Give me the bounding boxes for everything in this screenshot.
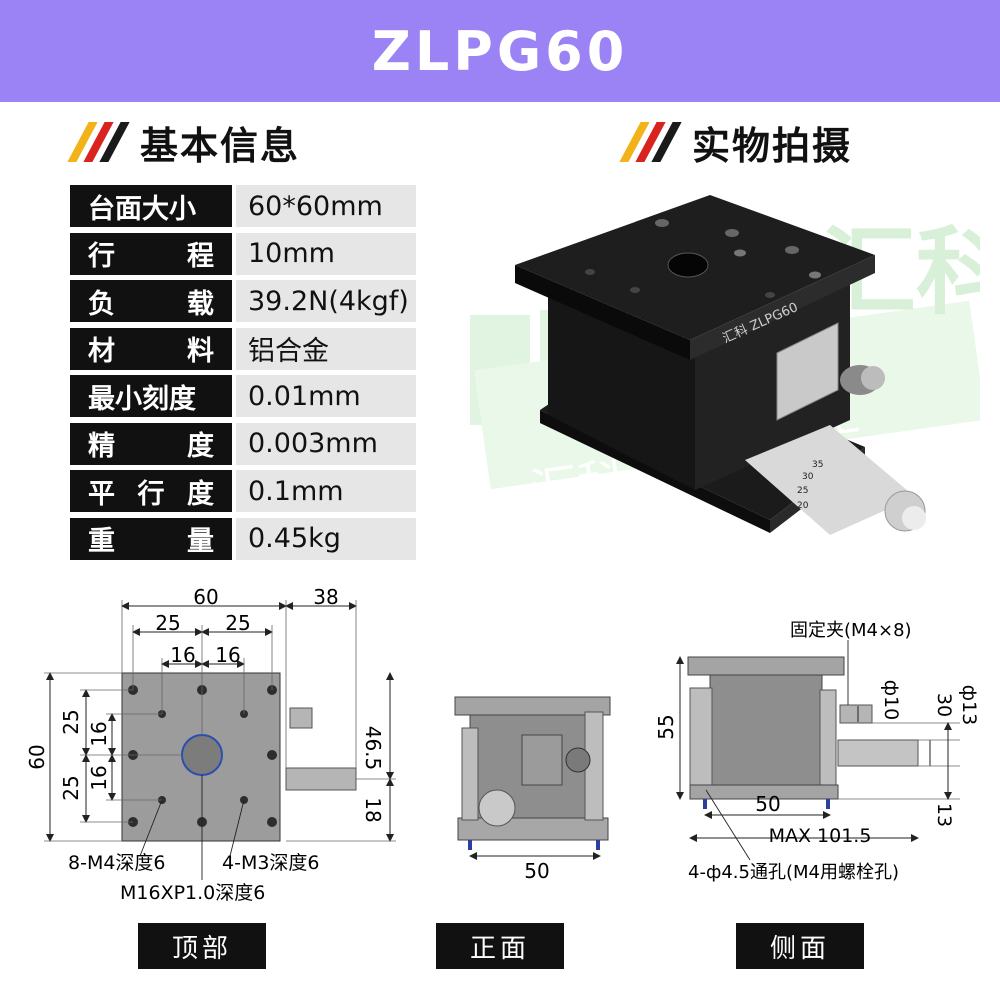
spec-label: 最小刻度 (70, 375, 232, 417)
note-clamp: 固定夹(M4×8) (790, 620, 912, 641)
dim-label: ф13 (958, 685, 980, 725)
header-banner: ZLPG60 (0, 0, 1000, 102)
dim-label: 50 (755, 792, 780, 816)
micrometer-tick: 20 (797, 501, 809, 511)
front-view-drawing: 50 (454, 696, 611, 883)
dim-label: 25 (225, 611, 250, 635)
spec-label: 行程 (70, 232, 232, 275)
dim-label: 25 (59, 709, 83, 734)
dim-label: 25 (155, 611, 180, 635)
note-m16-hole: M16XP1.0深度6 (120, 882, 265, 904)
section-title-basic-info: 基本信息 (140, 123, 301, 168)
stripe-decoration-icon (67, 122, 130, 162)
top-view-drawing: 60 38 25 25 16 16 60 25 16 16 25 46.5 18 (25, 585, 396, 904)
spec-label-char: 平 (88, 478, 115, 510)
spec-label-char: 行 (137, 478, 165, 510)
spec-label-char: 精 (88, 431, 115, 462)
spec-label: 重量 (70, 517, 232, 560)
spec-label-char: 材 (88, 336, 115, 367)
spec-value: 铝合金 (236, 327, 416, 370)
spec-label: 平行度 (70, 470, 232, 512)
spec-label-char: 重 (88, 526, 115, 557)
stripe-decoration-icon (619, 122, 682, 162)
dim-label: 50 (524, 859, 549, 883)
dim-label: 25 (59, 775, 83, 800)
dim-label: 13 (933, 803, 955, 827)
spec-label-char: 度 (187, 431, 214, 462)
spec-label: 精度 (70, 422, 232, 465)
spec-value: 10mm (236, 232, 416, 275)
spec-value: 0.45kg (236, 517, 416, 560)
dim-label: ф10 (880, 680, 902, 720)
spec-value: 0.003mm (236, 422, 416, 465)
dim-label: 38 (313, 585, 338, 609)
dim-label: 60 (25, 744, 49, 769)
note-m3-holes: 4-M3深度6 (222, 852, 320, 874)
dim-label: 18 (361, 797, 385, 822)
micrometer-scale: 35 30 25 20 (797, 460, 823, 511)
page-title: ZLPG60 (371, 19, 629, 83)
dim-label: 16 (215, 643, 240, 667)
technical-drawings: 60 38 25 25 16 16 60 25 16 16 25 46.5 18 (25, 585, 980, 904)
dim-label: 16 (170, 643, 195, 667)
spec-value: 0.1mm (236, 470, 416, 512)
side-view-drawing: 55 ф10 ф13 30 13 50 MAX 101.5 固定夹(M4×8) … (654, 620, 980, 883)
spec-label-char: 载 (187, 288, 214, 320)
section-basic-info: 基本信息 (67, 118, 300, 168)
micrometer-tick: 35 (812, 460, 823, 470)
spec-label: 负载 (70, 280, 232, 322)
dim-label: 55 (654, 714, 678, 739)
note-m4-holes: 8-M4深度6 (68, 852, 166, 874)
spec-label-char: 负 (88, 288, 115, 320)
micrometer-tick: 25 (797, 486, 808, 496)
spec-label-char: 程 (187, 241, 214, 272)
spec-row: 材料铝合金 (70, 327, 416, 370)
dim-label: 16 (87, 721, 111, 746)
spec-label: 材料 (70, 327, 232, 370)
dim-label: 16 (87, 765, 111, 790)
spec-value: 60*60mm (236, 185, 416, 227)
spec-label-char: 度 (187, 478, 214, 510)
spec-value: 0.01mm (236, 375, 416, 417)
label-front-view: 正面 (436, 923, 564, 969)
dim-label: 46.5 (361, 726, 385, 771)
label-side-view: 侧面 (736, 923, 864, 969)
micrometer-tick: 30 (802, 472, 814, 482)
product-photo: 汇科 汇科官方旗舰店 汇科 ZLPG60 35 30 25 20 (470, 195, 980, 535)
spec-label-char: 量 (187, 526, 214, 557)
spec-label-char: 行 (88, 241, 115, 272)
spec-value: 39.2N(4kgf) (236, 280, 416, 322)
section-photo: 实物拍摄 (619, 118, 852, 168)
spec-label-char: 料 (187, 336, 214, 367)
dim-label: MAX 101.5 (769, 825, 872, 847)
dim-label: 60 (193, 585, 218, 609)
dim-label: 30 (933, 693, 955, 717)
label-top-view: 顶部 (138, 923, 266, 969)
note-through-holes: 4-ф4.5通孔(M4用螺栓孔) (688, 862, 899, 883)
spec-label: 台面大小 (70, 185, 232, 227)
section-title-photo: 实物拍摄 (692, 123, 853, 168)
